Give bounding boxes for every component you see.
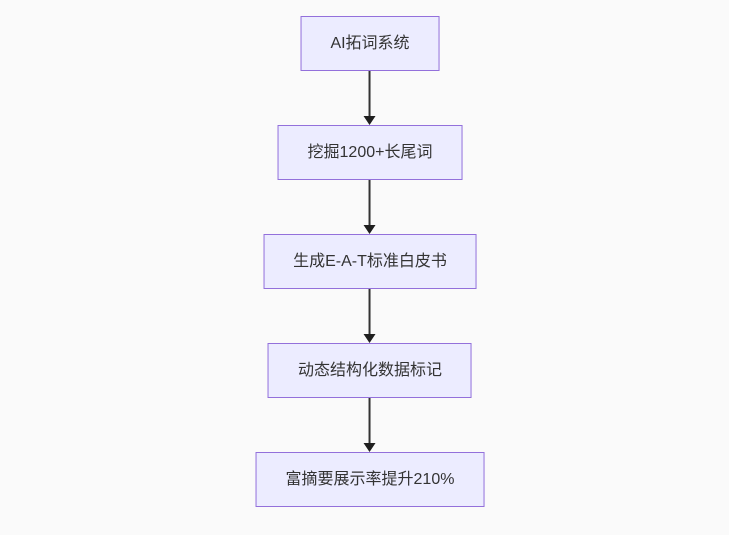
arrow-line bbox=[369, 71, 371, 116]
flow-node-label: AI拓词系统 bbox=[330, 34, 410, 52]
flow-arrow-down bbox=[364, 398, 376, 452]
arrowhead-down-icon bbox=[364, 225, 376, 234]
flow-arrow-down bbox=[364, 180, 376, 234]
flow-arrow-down bbox=[364, 71, 376, 125]
flow-arrow-down bbox=[364, 289, 376, 343]
flow-node: 动态结构化数据标记 bbox=[267, 343, 472, 398]
flow-node-label: 动态结构化数据标记 bbox=[297, 361, 442, 379]
flow-node: 生成E-A-T标准白皮书 bbox=[263, 234, 477, 289]
flowchart-column: AI拓词系统 挖掘1200+长尾词 生成E-A-T标准白皮书 动态结构化数据标记 bbox=[255, 16, 485, 507]
arrow-line bbox=[369, 398, 371, 443]
arrow-line bbox=[369, 289, 371, 334]
arrowhead-down-icon bbox=[364, 443, 376, 452]
flow-node-label: 生成E-A-T标准白皮书 bbox=[293, 252, 447, 270]
arrowhead-down-icon bbox=[364, 116, 376, 125]
flow-node: AI拓词系统 bbox=[300, 16, 440, 71]
flow-node-label: 挖掘1200+长尾词 bbox=[307, 143, 433, 161]
flow-node: 挖掘1200+长尾词 bbox=[277, 125, 463, 180]
arrowhead-down-icon bbox=[364, 334, 376, 343]
arrow-line bbox=[369, 180, 371, 225]
flow-node-label: 富摘要展示率提升210% bbox=[285, 470, 455, 488]
flow-node: 富摘要展示率提升210% bbox=[255, 452, 485, 507]
